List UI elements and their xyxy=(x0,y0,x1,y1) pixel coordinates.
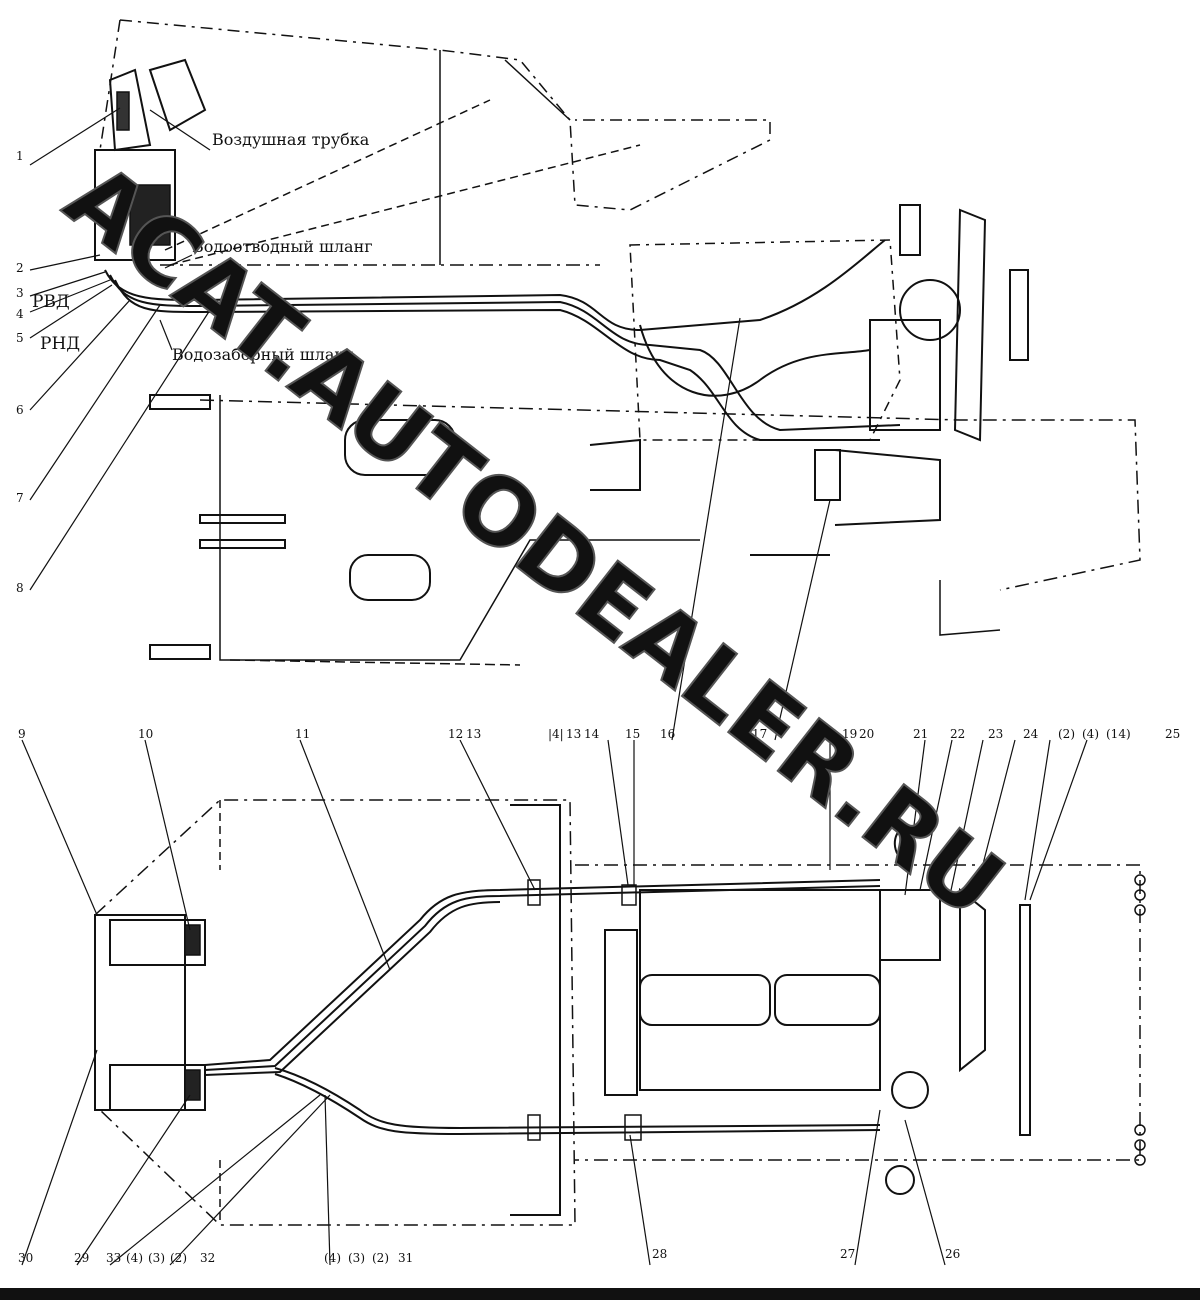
callout-28: 28 xyxy=(652,1247,667,1261)
callout-33-p4: (4) xyxy=(126,1251,143,1265)
callout-27: 27 xyxy=(840,1247,855,1261)
callout-13b: 13 xyxy=(566,727,581,741)
callout-23: 23 xyxy=(988,727,1003,741)
callout-p2: (2) xyxy=(1058,727,1075,741)
leader-lines-top xyxy=(29,107,831,741)
rvd-label: РВД xyxy=(32,292,70,312)
callout-14: 14 xyxy=(584,727,600,741)
callout-33-p2: (2) xyxy=(170,1251,187,1265)
callout-17: 17 xyxy=(752,727,767,741)
callout-19: 19 xyxy=(842,727,857,741)
callout-4-boxed: |4| xyxy=(548,727,564,741)
leader-lines-bottom xyxy=(21,739,1088,1266)
callout-2: 2 xyxy=(16,261,24,275)
callout-21: 21 xyxy=(913,727,928,741)
drain-hose-label: Водоотводный шланг xyxy=(192,237,373,256)
side-view-drawing xyxy=(94,19,1141,666)
callout-20: 20 xyxy=(859,727,874,741)
rnd-label: РНД xyxy=(40,334,80,354)
callout-12: 12 xyxy=(448,727,463,741)
callout-4: 4 xyxy=(16,307,24,321)
callout-33: 33 xyxy=(106,1251,121,1265)
callout-8: 8 xyxy=(16,581,24,595)
callout-22: 22 xyxy=(950,727,965,741)
callout-p4: (4) xyxy=(1082,727,1099,741)
callout-33-p3: (3) xyxy=(148,1251,165,1265)
watermark: ACAT.AUTODEALER.RU xyxy=(46,143,1022,939)
callout-24: 24 xyxy=(1023,727,1039,741)
callout-25: 25 xyxy=(1165,727,1180,741)
callout-31: 31 xyxy=(398,1251,413,1265)
callout-6: 6 xyxy=(16,403,24,417)
callout-31-p4: (4) xyxy=(324,1251,341,1265)
callout-p14: (14) xyxy=(1106,727,1131,741)
air-tube-label: Воздушная трубка xyxy=(212,130,370,149)
callout-1: 1 xyxy=(16,149,24,163)
callout-13: 13 xyxy=(466,727,481,741)
callout-32: 32 xyxy=(200,1251,215,1265)
callout-16: 16 xyxy=(660,727,675,741)
callout-10: 10 xyxy=(138,727,153,741)
callout-15: 15 xyxy=(625,727,640,741)
callout-31-p2: (2) xyxy=(372,1251,389,1265)
bottom-border xyxy=(0,1288,1200,1300)
callout-7: 7 xyxy=(16,491,24,505)
callout-5: 5 xyxy=(16,331,24,345)
callout-18: 18 xyxy=(822,727,837,741)
plan-view-drawing xyxy=(94,799,1146,1226)
callout-11: 11 xyxy=(295,727,310,741)
callout-3: 3 xyxy=(16,286,24,300)
callout-29: 29 xyxy=(74,1251,89,1265)
callout-30: 30 xyxy=(18,1251,33,1265)
intake-hose-label: Водозаборный шланг xyxy=(172,345,353,364)
callout-26: 26 xyxy=(945,1247,960,1261)
callout-9: 9 xyxy=(18,727,26,741)
callout-31-p3: (3) xyxy=(348,1251,365,1265)
